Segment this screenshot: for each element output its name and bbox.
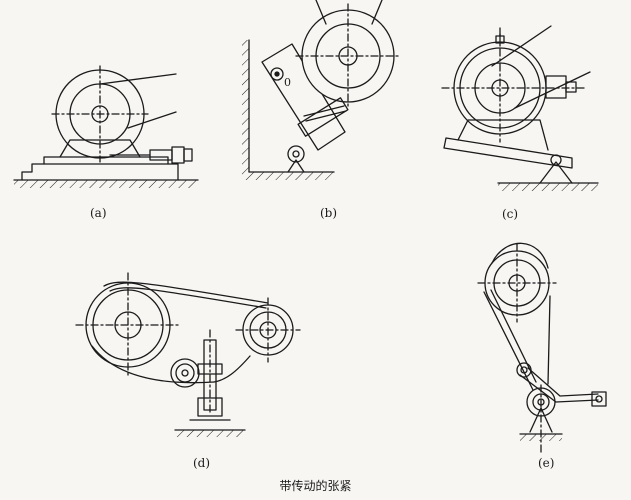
belt-arc [491, 242, 549, 269]
counterweight [591, 391, 607, 407]
lever-arm [519, 374, 599, 403]
belt-upper [99, 73, 177, 85]
ground-hatch [14, 180, 198, 188]
belt-lower [127, 111, 177, 129]
support [539, 161, 573, 184]
label-e: (e) [538, 456, 555, 470]
screw-pivot [287, 145, 305, 163]
tilting-base [443, 137, 573, 169]
label-a: (a) [90, 206, 107, 220]
label-b: (b) [320, 206, 338, 220]
belt-left [483, 291, 534, 391]
adjusting-screw [149, 149, 173, 161]
figure-caption: 带传动的张紧 [279, 479, 352, 493]
diagram-c-pivoted-base [441, 25, 599, 191]
ground-hatch [175, 430, 245, 437]
motor-feet [457, 119, 549, 151]
belt-lower [514, 71, 591, 109]
belt-top [103, 281, 269, 304]
pivot-o-label: 0 [284, 76, 291, 89]
ground-hatch [498, 183, 598, 191]
swing-plate [261, 43, 346, 151]
belt-right [371, 0, 383, 25]
wall-hatch [242, 40, 249, 180]
label-c: (c) [502, 207, 519, 221]
motor-end [545, 75, 567, 99]
idler-pulley [516, 362, 532, 378]
belt-bottom [91, 345, 215, 384]
belt-upper [491, 25, 552, 67]
idler-pulley [170, 358, 200, 388]
diagram-b-swing-base [242, 0, 401, 180]
diagram-a-motor-slide-rails [13, 65, 199, 188]
diagram-d-idler-pulley [75, 272, 301, 437]
adjusting-screw [297, 97, 349, 137]
pivot-o [270, 67, 284, 81]
floor-hatch [249, 172, 334, 180]
post-base [197, 397, 223, 417]
belt-right [547, 295, 551, 385]
diagram-e-weighted-lever [477, 242, 607, 453]
belt-left [315, 0, 327, 25]
label-d: (d) [193, 456, 211, 470]
lever-pivot-support [529, 407, 553, 433]
stepped-base [21, 156, 179, 181]
motor-feet [59, 139, 141, 158]
